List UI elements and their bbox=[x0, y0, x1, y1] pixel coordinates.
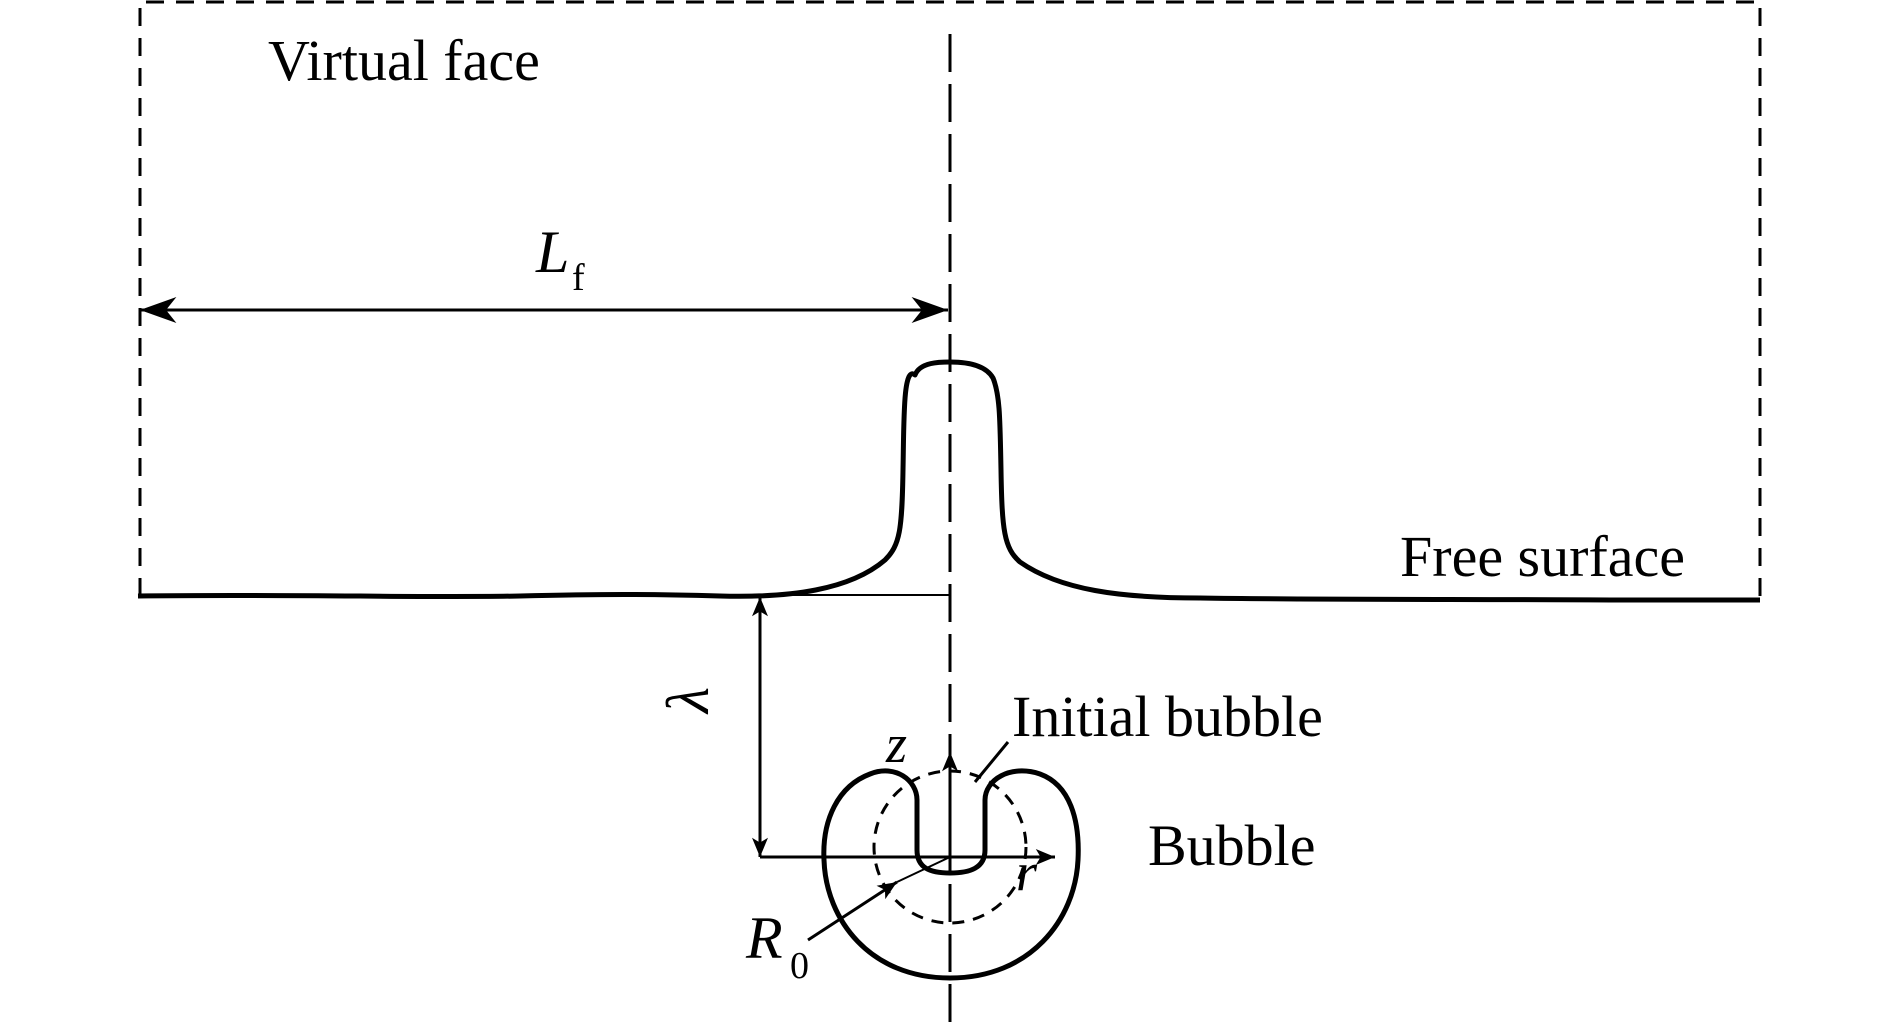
r-axis-label: r bbox=[1016, 842, 1038, 902]
free-surface-curve bbox=[137, 359, 1760, 603]
initial-bubble-label: Initial bubble bbox=[1012, 684, 1323, 749]
radius-inner-line bbox=[896, 856, 951, 883]
radius-arrow bbox=[807, 880, 898, 942]
depth-label: λ bbox=[655, 687, 721, 715]
free-surface-label: Free surface bbox=[1400, 524, 1685, 589]
z-axis-label: z bbox=[885, 714, 907, 774]
initial-bubble-leader bbox=[973, 741, 1010, 783]
radius-label: R bbox=[745, 905, 783, 971]
bubble-contour bbox=[821, 768, 1081, 981]
bubble-label: Bubble bbox=[1148, 813, 1316, 878]
virtual-face-label: Virtual face bbox=[268, 28, 540, 93]
distance-subscript: f bbox=[572, 257, 585, 299]
initial-bubble-circle bbox=[872, 769, 1028, 925]
distance-label: L bbox=[535, 219, 569, 285]
radius-subscript: 0 bbox=[790, 945, 809, 987]
